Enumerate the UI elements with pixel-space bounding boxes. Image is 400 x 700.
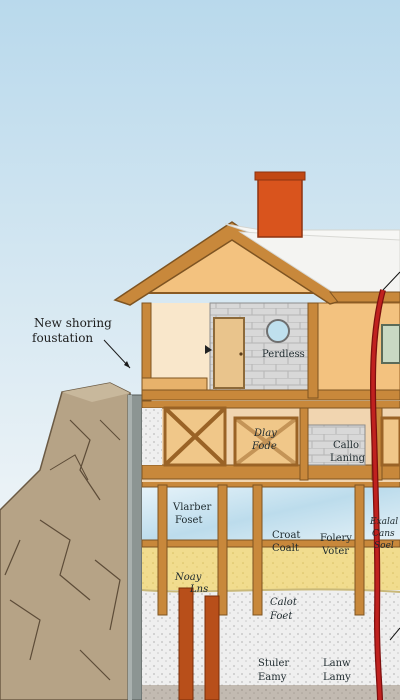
red-pipes [178,271,400,700]
label-floor2-left-2: Fode [251,441,277,452]
callout-line-2: foustation [32,331,93,345]
label-base-left-2: Eamy [258,672,287,683]
label-base-right-2: Lamy [323,672,351,683]
label-foundation-1: Noay [174,572,202,583]
upper-storey [141,302,400,402]
label-floor1-d-3: Soel [374,541,394,551]
label-floor2-right-2: Laning [330,453,366,464]
label-attic-room: Perdless [262,349,305,360]
label-floor1-b-2: Coalt [272,543,299,554]
label-foundation-mid-2: Foet [269,611,293,622]
callout-line-1: New shoring [34,316,112,330]
drain-pipe-left [178,587,194,700]
label-floor1-c-1: Folery [320,533,352,544]
label-floor1-b-1: Croat [272,530,300,541]
door [213,317,245,389]
label-floor1-c-2: Voter [321,546,349,557]
label-floor2-left-1: Dlay [253,428,277,439]
drain-pipe-right [204,595,220,700]
roof [113,171,400,306]
label-base-left-1: Stuler [258,658,289,669]
label-floor1-a-1: Vlarber [172,502,211,513]
side-window [381,324,400,364]
label-foundation-mid-1: Calot [270,597,298,608]
label-floor1-a-2: Foset [175,515,202,526]
diagram-labels: Perdless Dlay Fode Callo Laning Vlarber … [172,349,398,683]
label-floor1-d-2: Cans [372,529,395,539]
callout-new-shoring: New shoring foustation [32,316,131,369]
round-window [266,319,290,343]
chimney [257,174,303,238]
middle-floor [141,397,400,482]
label-foundation-2: Lns [189,584,208,595]
label-floor1-d-1: Exalal [369,517,398,527]
label-base-right-1: Lanw [323,658,351,669]
foundation-columns [157,484,365,616]
rock-cliff [0,382,139,700]
label-floor2-right-1: Callo [333,440,359,451]
